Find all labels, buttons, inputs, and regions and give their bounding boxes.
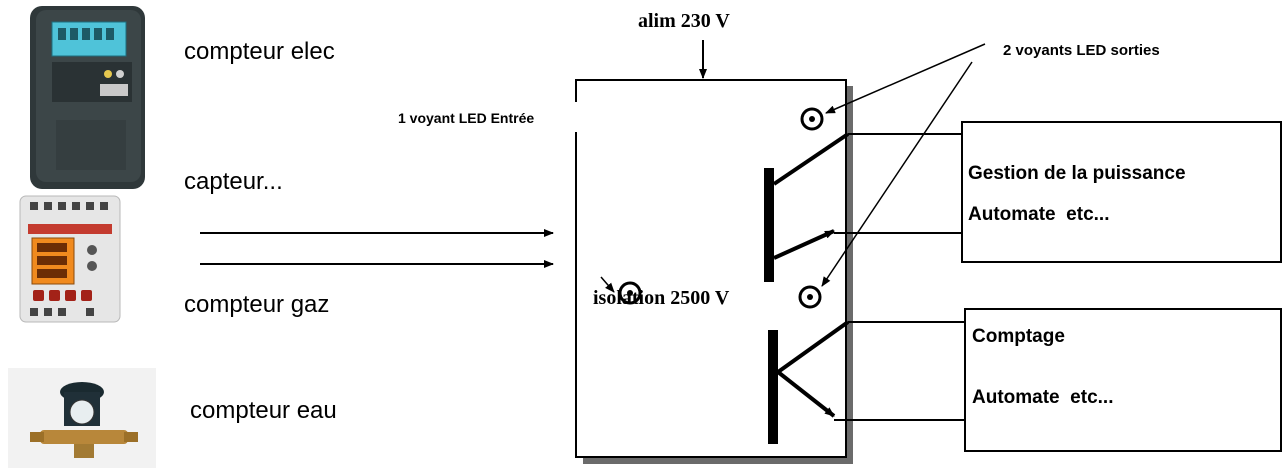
water-meter-icon [8, 368, 156, 468]
transistor-1-emitter [773, 229, 835, 260]
output-led-pointer-2 [821, 61, 973, 287]
transistor-2-emitter [776, 370, 836, 418]
alim-label: alim 230 V [638, 10, 730, 32]
output-box-2-title: Comptage [972, 326, 1065, 347]
output-box-1 [961, 121, 1282, 263]
isolation-label: isolation 2500 V [593, 287, 730, 309]
input-led-label: 1 voyant LED Entrée [398, 110, 534, 126]
output-led-2-dot [807, 294, 813, 300]
input-led-label-bg [544, 102, 670, 132]
transistor-1-base [764, 168, 774, 282]
transistor-2-collector [776, 320, 850, 374]
input-led-dot [627, 290, 633, 296]
input-led-pointer [600, 276, 615, 293]
label-capteur: capteur... [184, 168, 283, 195]
output-box-2 [964, 308, 1282, 452]
transistor-1-collector [772, 132, 850, 186]
label-compteur-gaz: compteur gaz [184, 291, 329, 318]
electricity-meter-icon [30, 6, 145, 189]
output-box-1-title: Gestion de la puissance [968, 163, 1186, 184]
output-leds-label: 2 voyants LED sorties [1003, 42, 1160, 59]
transistor-2-base [768, 330, 778, 444]
output-led-pointer-1 [825, 43, 986, 114]
din-rail-meter-icon [19, 195, 121, 323]
output-led-1-dot [809, 116, 815, 122]
output-box-2-subtitle: Automate etc... [972, 387, 1113, 408]
label-compteur-eau: compteur eau [190, 397, 337, 424]
module-box [575, 79, 847, 458]
output-box-1-subtitle: Automate etc... [968, 204, 1109, 225]
label-compteur-elec: compteur elec [184, 38, 335, 65]
